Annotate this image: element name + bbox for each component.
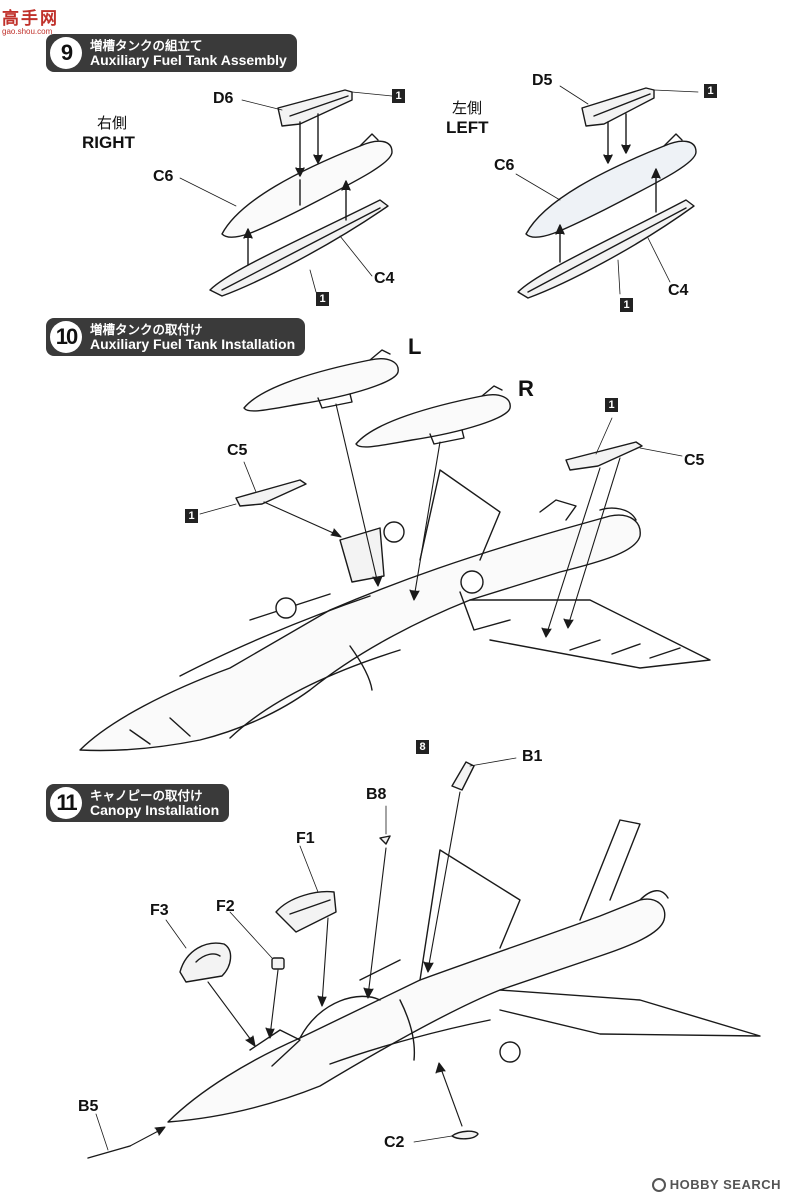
part-label-c4-right: C4 [374,270,395,287]
part-label-c6-left: C6 [494,157,515,174]
step-11-number: 11 [50,787,82,819]
tank-label-left: L [408,334,422,359]
step-9-header: 9 増槽タンクの組立て Auxiliary Fuel Tank Assembly [46,34,297,72]
step10-pylon-c5-right [565,441,643,471]
step9-right-arrows [243,113,351,266]
part-label-b5: B5 [78,1098,99,1115]
step11-part-f1 [275,890,337,933]
watermark-top-main: 高手网 [2,9,59,29]
step11-part-c2 [451,1130,479,1140]
step9-right-tank [221,133,393,238]
step-11-title-jp: キャノピーの取付け [90,788,203,803]
step10-leaders [199,417,683,515]
paint-ref-badge: 1 [605,398,618,412]
step11-part-b5 [87,1145,131,1159]
step-11-title-en: Canopy Installation [90,802,220,818]
left-side-label-jp: 左側 [452,99,483,117]
part-label-f2: F2 [216,898,235,915]
part-label-c5-right: C5 [684,452,705,469]
step10-aircraft [79,469,711,752]
step10-install-lines [263,403,621,638]
step9-left-tank [525,133,697,238]
paint-ref-badge: 1 [392,89,405,103]
step-9-title-en: Auxiliary Fuel Tank Assembly [90,52,287,68]
step11-part-b1 [451,761,475,791]
step9-right-pylon [277,89,353,127]
tank-label-right: R [518,376,534,401]
part-label-b8: B8 [366,786,387,803]
step-9-number: 9 [50,37,82,69]
watermark-top: 高手网 gao.shou.com [2,4,59,36]
step-10-number: 10 [50,321,82,353]
step11-aircraft [167,819,761,1123]
paint-ref-badge: 1 [185,509,198,523]
step11-part-f3 [179,942,232,983]
part-label-c5-left: C5 [227,442,248,459]
part-label-b1: B1 [522,748,543,765]
step9-right-leaders [179,91,393,293]
part-label-c4-left: C4 [668,282,689,299]
watermark-bottom-text: HOBBY SEARCH [669,1177,781,1192]
part-label-c2: C2 [384,1134,405,1151]
step11-leaders [95,757,517,1151]
step-10-title-en: Auxiliary Fuel Tank Installation [90,336,296,352]
part-label-d5: D5 [532,72,553,89]
step11-part-f2 [271,957,285,970]
watermark-bottom: HOBBY SEARCH [651,1177,781,1192]
part-label-c6-right: C6 [153,168,174,185]
part-label-f1: F1 [296,830,315,847]
step9-right-fin [209,199,389,297]
paint-ref-badge: 8 [416,740,429,754]
step10-pylon-c5-left [235,479,307,507]
step10-tank-r [355,385,511,448]
paint-ref-badge: 1 [704,84,717,98]
part-label-d6: D6 [213,90,234,107]
part-label-f3: F3 [150,902,169,919]
left-side-label-en: LEFT [446,118,489,137]
step-10-header: 10 増槽タンクの取付け Auxiliary Fuel Tank Install… [46,318,306,356]
step9-left-pylon [581,87,655,127]
watermark-top-sub: gao.shou.com [2,27,53,36]
right-side-label-en: RIGHT [82,133,135,152]
paint-ref-badge: 1 [620,298,633,312]
step9-left-arrows [555,113,661,263]
step-10-title-jp: 増槽タンクの取付け [90,322,203,337]
hobby-search-logo-icon [651,1177,666,1192]
paint-ref-badge: 1 [316,292,329,306]
step9-left-fin [517,199,695,299]
step-9-title-jp: 増槽タンクの組立て [90,38,203,53]
step9-left-leaders [515,85,699,295]
step-11-header: 11 キャノピーの取付け Canopy Installation [46,784,230,822]
step11-part-b8 [379,835,391,845]
step10-tank-l [243,349,399,412]
step11-install-lines [129,791,463,1147]
right-side-label-jp: 右側 [97,114,128,132]
